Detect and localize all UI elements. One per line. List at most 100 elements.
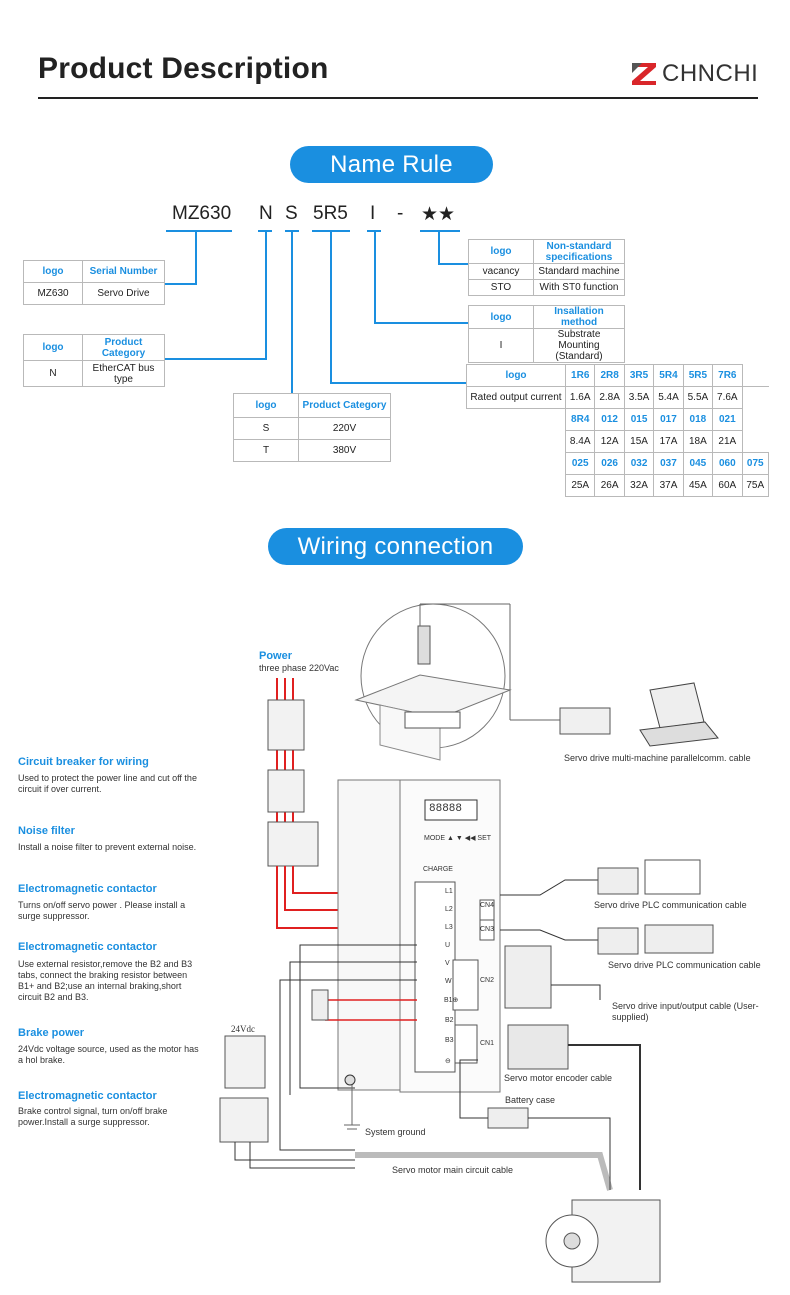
table-cell: S [233,417,299,440]
current-value: 37A [653,474,684,497]
table-cell: Substrate Mounting (Standard) [533,328,625,363]
code-install: I [370,203,376,224]
current-code: 026 [594,452,625,475]
empty-cell [467,431,566,453]
connector-line [165,283,197,285]
table-cell: MZ630 [23,282,83,305]
table-cell: STO [468,279,534,296]
code-bus: N [259,203,273,224]
voltage-category-table: logo Product Category S 220V T 380V [233,393,391,462]
code-nonstd: ★★ [421,204,456,225]
current-code: 5R5 [682,364,714,387]
current-value: 21A [712,430,743,453]
brand-name: CHNCHI [662,60,759,87]
connector-line [165,358,267,360]
port-label: CN1 [480,1040,495,1047]
terminal-label: B1⊕ [444,997,459,1004]
encoder-cable-caption: Servo motor encoder cable [504,1073,613,1083]
table-cell: 220V [298,417,391,440]
terminal-label: L1 [445,888,453,895]
table-header: logo [468,239,534,264]
current-value: 26A [594,474,625,497]
label-circuit-breaker-title: Circuit breaker for wiring [18,756,149,768]
plc-cable-caption: Servo drive PLC communication cable [594,900,747,910]
connector-line [265,231,267,359]
connector-line [330,231,332,383]
current-code: 075 [741,452,770,475]
bus-category-table: logo Product Category N EtherCAT bus typ… [23,334,165,387]
current-value: 8.4A [564,430,596,453]
table-header: Product Category [82,334,165,361]
power-subtitle: three phase 220Vac [259,663,339,673]
connector-line [438,231,440,264]
current-value: 7.6A [712,386,743,409]
main-cable-caption: Servo motor main circuit cable [392,1165,514,1175]
current-value: 5.5A [682,386,714,409]
power-title: Power [259,650,293,662]
current-code: 2R8 [594,364,625,387]
drive-charge-label: CHARGE [423,866,453,873]
terminal-label: ⊖ [445,1058,451,1065]
label-noise-filter-desc: Install a noise filter to prevent extern… [18,842,197,852]
current-value: 3.5A [623,386,655,409]
current-code: 7R6 [712,364,743,387]
empty-cell [742,409,768,431]
table-cell: Standard machine [533,263,625,280]
current-value: 75A [741,474,770,497]
table-cell: EtherCAT bus type [82,360,165,387]
current-value: 45A [682,474,714,497]
table-cell: I [468,328,534,363]
io-cable-caption: Servo drive input/output cable (User-sup… [612,1001,759,1022]
table-header: Non-standard specifications [533,239,625,264]
table-cell: With ST0 function [533,279,625,296]
code-underline [420,230,460,232]
connector-line [374,231,376,324]
terminal-label: V [445,960,450,967]
brand-z-icon [632,63,656,85]
code-dash: - [397,203,404,224]
label-brake-contactor-desc: Brake control signal, turn on/off brake … [18,1106,168,1127]
terminal-label: W [445,978,452,985]
serial-number-table: logo Serial Number MZ630 Servo Drive [23,260,165,305]
current-value: 2.8A [594,386,625,409]
plc-cable-caption: Servo drive PLC communication cable [608,960,761,970]
current-code: 3R5 [623,364,655,387]
label-contactor-desc: Turns on/off servo power . Please instal… [18,900,186,921]
current-value: 12A [594,430,625,453]
empty-cell [467,475,566,497]
installation-table: logo Insallation method I Substrate Moun… [468,305,625,363]
current-value: 25A [564,474,596,497]
drive-display: 88888 [429,803,463,815]
table-cell: T [233,439,299,462]
table-header: logo [468,305,534,329]
table-cell: N [23,360,83,387]
label-noise-filter-title: Noise filter [18,825,75,837]
code-series: MZ630 [172,203,232,224]
empty-cell [742,387,768,409]
current-code: 060 [712,452,743,475]
table-cell: Servo Drive [82,282,165,305]
battery-case-caption: Battery case [505,1095,556,1105]
port-label: CN4 [480,902,495,909]
current-code: 015 [623,408,655,431]
current-code: 018 [682,408,714,431]
current-code: 5R4 [653,364,684,387]
current-code: 017 [653,408,684,431]
current-code: 012 [594,408,625,431]
brand-logo: CHNCHI [630,60,758,88]
drive-keys-label: MODE ▲ ▼ ◀◀ SET [424,835,492,842]
empty-cell [742,431,768,453]
row-label: Rated output current [466,386,566,409]
terminal-label: L3 [445,924,453,931]
table-header: logo [23,260,83,283]
empty-cell [467,409,566,431]
current-code: 037 [653,452,684,475]
page-title: Product Description [38,52,329,85]
connector-line [438,263,468,265]
code-current: 5R5 [313,203,348,224]
current-value: 60A [712,474,743,497]
current-code: 1R6 [564,364,596,387]
port-label: CN3 [480,926,495,933]
current-code: 025 [564,452,596,475]
table-cell: vacancy [468,263,534,280]
